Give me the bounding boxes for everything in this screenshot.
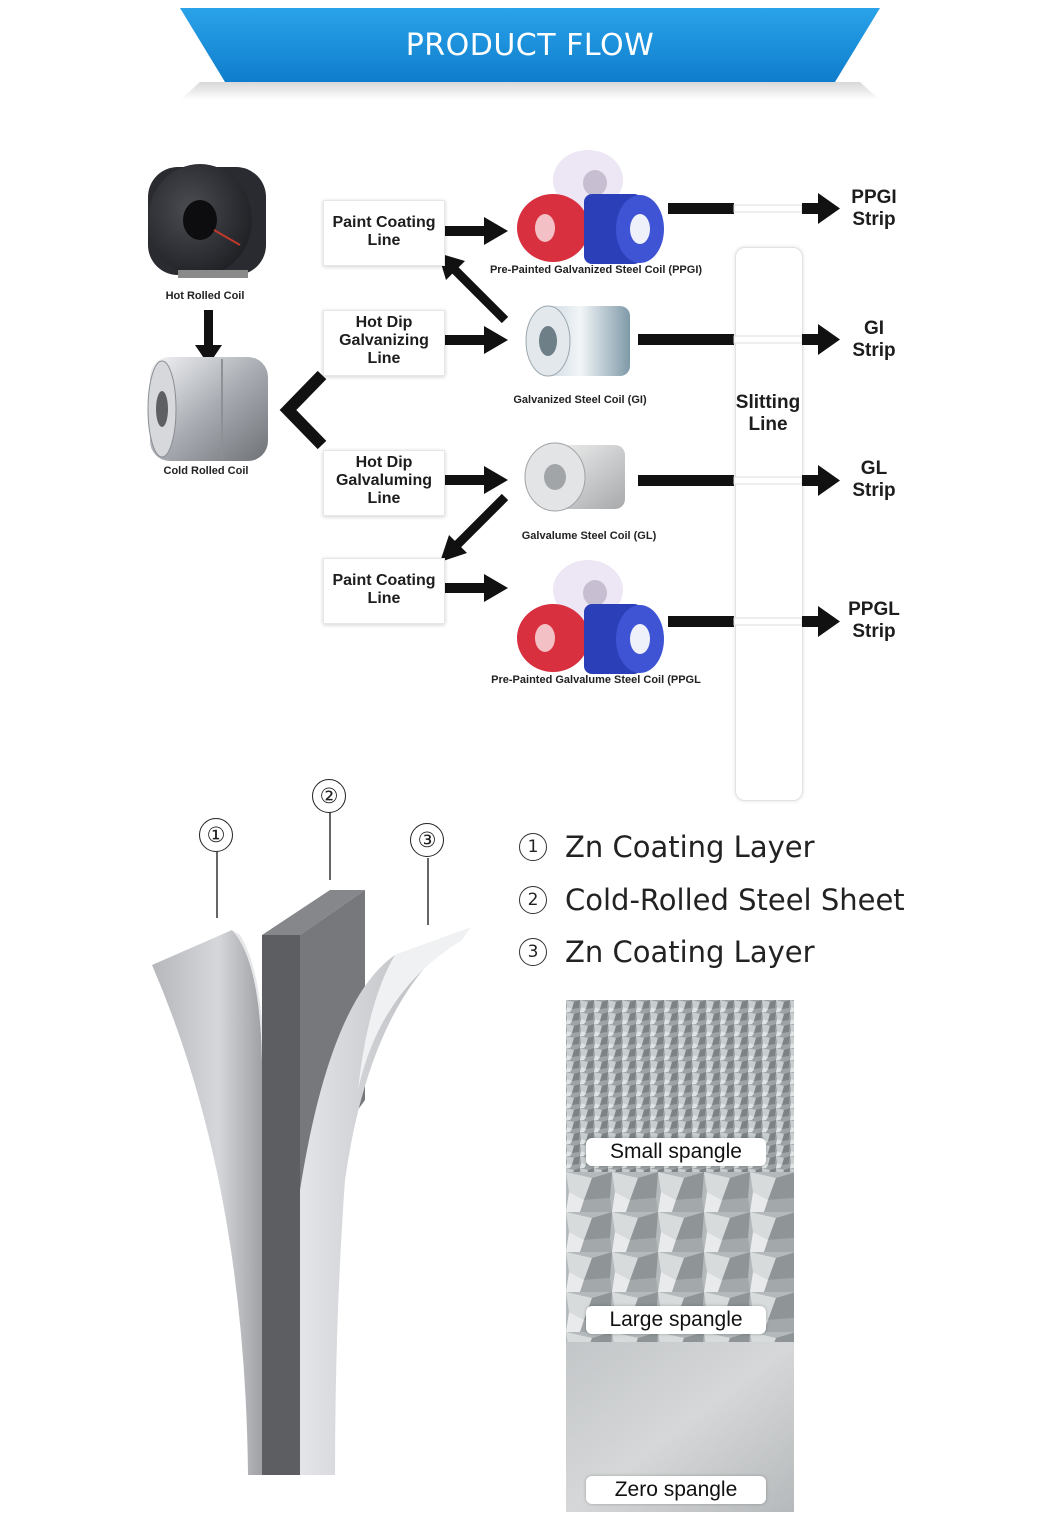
legend-label: Zn Coating Layer [565,935,815,969]
hot-rolled-coil-image [148,164,266,278]
ppgl-coil-caption: Pre-Painted Galvalume Steel Coil (PPGL [491,674,701,686]
legend-number: 2 [519,886,547,914]
right-zinc-layer [300,928,470,1475]
ppgi-coil-caption: Pre-Painted Galvanized Steel Coil (PPGI) [489,264,703,276]
split-chevron [279,370,327,450]
ppgl-strip-label: PPGL Strip [848,599,900,642]
legend-label: Cold-Rolled Steel Sheet [565,883,905,917]
small-spangle-sample: Small spangle [566,1000,794,1172]
zero-spangle-label: Zero spangle [586,1476,766,1504]
hot-dip-galvaluming-line-label: Hot Dip Galvaluming Line [335,454,433,507]
hot-rolled-coil-caption: Hot Rolled Coil [165,290,245,302]
arrow-gl-to-strip [638,465,840,496]
arrow-gl-to-paint2 [440,493,509,562]
steel-core-front [262,935,300,1475]
marker-1: ① [199,818,233,852]
hot-dip-galvanizing-line-box [323,310,445,376]
paint-coating-line-box-1 [323,200,445,266]
gl-strip-label: GL Strip [852,458,896,501]
legend-item-zn-coating-3: 3 Zn Coating Layer [516,935,815,969]
marker-2: ② [312,779,346,813]
coating-layers-section: ① ② ③ 1 Zn Coating Layer 2 Cold-Rolled S… [0,760,1060,1535]
hot-dip-galvaluming-line-box [323,450,445,516]
product-flow-diagram: Paint Coating Line Hot Dip Galvanizing L… [0,105,1060,801]
arrow-paint1-to-ppgi [442,217,508,245]
legend-number: 3 [519,938,547,966]
paint-coating-line-label-1: Paint Coating Line [332,214,436,249]
large-spangle-sample: Large spangle [566,1172,794,1342]
arrow-galvanizing-to-gi [442,326,508,354]
banner-ribbon [180,8,880,82]
arrow-galvaluming-to-gl [442,466,508,494]
banner-shape [180,8,880,100]
steel-core-top [262,890,365,935]
hot-dip-galvanizing-line-label: Hot Dip Galvanizing Line [339,314,429,367]
legend-item-cold-rolled-sheet: 2 Cold-Rolled Steel Sheet [516,883,905,917]
large-spangle-label: Large spangle [586,1306,766,1334]
banner-title: PRODUCT FLOW [405,28,655,63]
slitting-line-label: Slitting Line [735,392,801,435]
arrow-paint2-to-ppgl [442,574,508,602]
ppgi-coil-image [517,150,664,264]
small-spangle-label: Small spangle [586,1138,766,1166]
paint-coating-line-box-2 [323,558,445,624]
legend-label: Zn Coating Layer [565,830,815,864]
zero-spangle-sample: Zero spangle [566,1342,794,1512]
gi-strip-label: GI Strip [852,318,896,361]
gi-coil-image [525,305,630,377]
gl-coil-image [524,442,625,512]
left-zinc-layer [152,930,262,1475]
product-flow-banner: PRODUCT FLOW [0,0,1060,105]
legend-item-zn-coating-1: 1 Zn Coating Layer [516,830,815,864]
cold-rolled-coil-image [147,357,268,461]
gl-coil-caption: Galvalume Steel Coil (GL) [521,530,657,542]
ppgl-coil-image [517,560,664,674]
banner-shadow [180,82,880,100]
arrow-gi-to-strip [638,324,840,355]
legend-number: 1 [519,833,547,861]
arrow-ppgl-to-strip [668,606,840,637]
ppgi-strip-label: PPGI Strip [851,187,897,230]
flow-graphics [147,150,840,674]
marker-3: ③ [410,823,444,857]
gi-coil-caption: Galvanized Steel Coil (GI) [513,394,647,406]
arrow-ppgi-to-strip [668,193,840,224]
paint-coating-line-label-2: Paint Coating Line [332,572,436,607]
arrow-hot-to-cold [195,310,222,365]
cold-rolled-coil-caption: Cold Rolled Coil [163,465,249,477]
layer-illustration [152,812,470,1475]
